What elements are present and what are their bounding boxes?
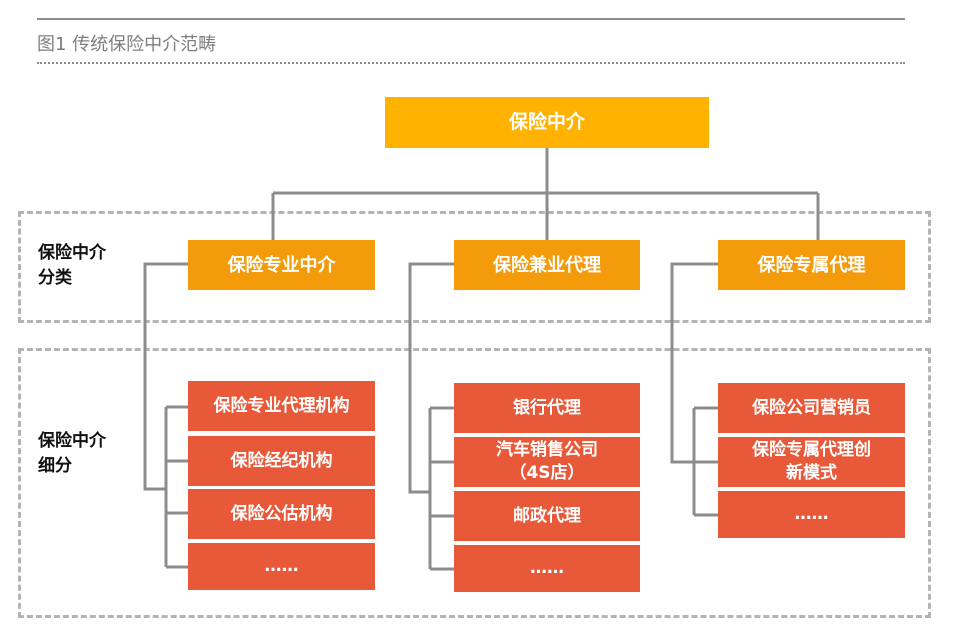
leaf-professional-agency: 保险专业代理机构 bbox=[188, 381, 375, 431]
leaf-sales-agent: 保险公司营销员 bbox=[718, 383, 905, 433]
leaf-exclusive-innovation: 保险专属代理创 新模式 bbox=[718, 437, 905, 487]
category-part-time-agency: 保险兼业代理 bbox=[454, 240, 640, 290]
root-node: 保险中介 bbox=[385, 97, 709, 148]
leaf-bank-agency: 银行代理 bbox=[454, 383, 640, 433]
classification-zone-label: 保险中介 分类 bbox=[38, 243, 106, 288]
leaf-loss-adjuster: 保险公估机构 bbox=[188, 489, 375, 539]
leaf-postal-agency: 邮政代理 bbox=[454, 491, 640, 541]
top-rule bbox=[37, 18, 905, 20]
figure-caption: 图1 传统保险中介范畴 bbox=[37, 34, 217, 55]
caption-dotted-rule bbox=[37, 62, 905, 64]
leaf-ellipsis: …… bbox=[188, 543, 375, 590]
breakdown-zone-label: 保险中介 细分 bbox=[38, 431, 106, 476]
classification-zone bbox=[18, 211, 931, 323]
leaf-ellipsis: …… bbox=[454, 545, 640, 592]
leaf-brokerage: 保险经纪机构 bbox=[188, 436, 375, 486]
category-exclusive-agency: 保险专属代理 bbox=[718, 240, 905, 290]
category-professional-intermediary: 保险专业中介 bbox=[188, 240, 375, 290]
breakdown-zone bbox=[18, 348, 931, 618]
leaf-car-dealer: 汽车销售公司 （4S店） bbox=[454, 437, 640, 487]
leaf-ellipsis: …… bbox=[718, 491, 905, 538]
